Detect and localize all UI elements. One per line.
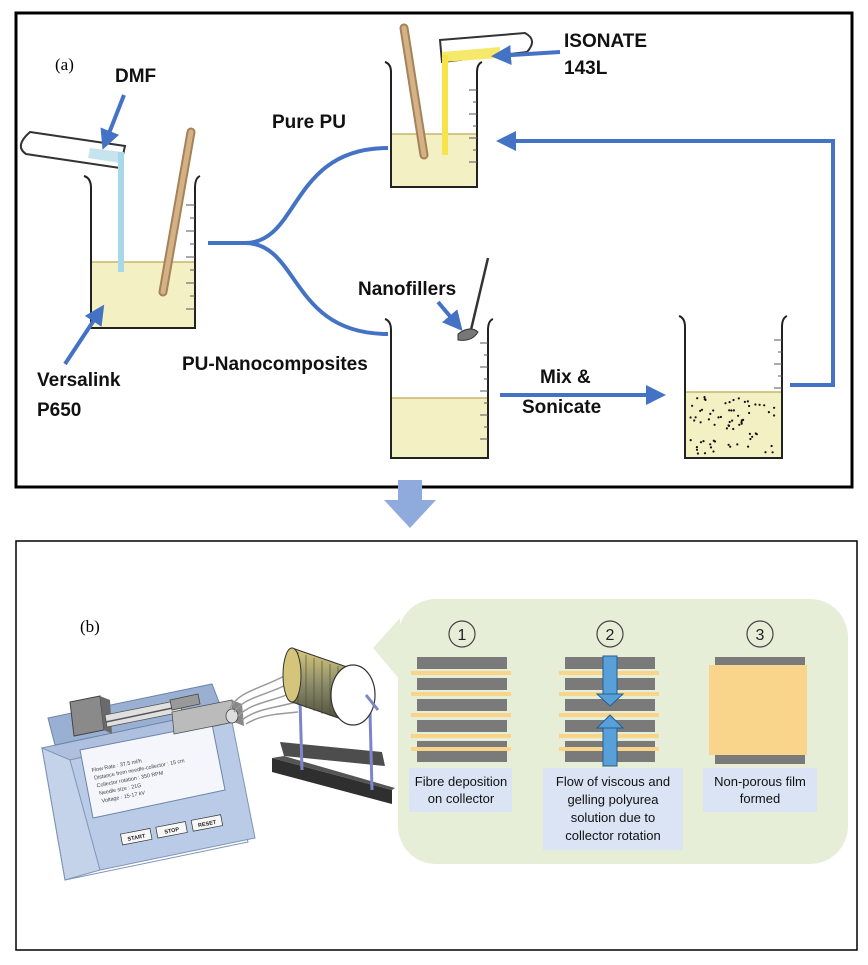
drum-collector bbox=[272, 647, 395, 804]
svg-text:Fibre deposition: Fibre deposition bbox=[415, 774, 508, 789]
svg-text:RESET: RESET bbox=[198, 820, 218, 830]
svg-text:3: 3 bbox=[756, 627, 765, 644]
dmf-label: DMF bbox=[115, 66, 156, 87]
step-3-caption: Non-porous film formed bbox=[703, 768, 817, 812]
panel-transition-arrow bbox=[384, 480, 436, 528]
beaker-2 bbox=[384, 23, 483, 188]
beaker-3 bbox=[384, 318, 494, 459]
step-3-marker: 3 bbox=[746, 620, 774, 648]
step-3-film bbox=[709, 657, 807, 764]
svg-text:STOP: STOP bbox=[164, 827, 180, 836]
svg-text:solution due to: solution due to bbox=[571, 810, 656, 825]
mix-label-2: Sonicate bbox=[522, 397, 601, 418]
svg-text:formed: formed bbox=[740, 791, 780, 806]
beaker-4 bbox=[678, 315, 788, 459]
step-2-caption: Flow of viscous and gelling polyurea sol… bbox=[543, 768, 683, 850]
mix-label-1: Mix & bbox=[540, 367, 591, 388]
step-1-caption: Fibre deposition on collector bbox=[409, 768, 512, 812]
pu-nanocomposites-label: PU-Nanocomposites bbox=[182, 354, 368, 375]
dmf-test-tube bbox=[19, 130, 127, 272]
start-button[interactable] bbox=[120, 828, 153, 846]
syringe-pump: Flow Rate : 37.5 ml/h Distance from need… bbox=[40, 683, 256, 881]
pure-pu-label: Pure PU bbox=[272, 112, 346, 133]
beaker-1 bbox=[83, 127, 201, 329]
step-1-marker: 1 bbox=[448, 620, 476, 648]
isonate-test-tube bbox=[438, 31, 533, 155]
stop-button[interactable] bbox=[155, 821, 188, 839]
step-2-marker: 2 bbox=[596, 620, 624, 648]
callout-pointer bbox=[373, 618, 400, 680]
svg-text:collector rotation: collector rotation bbox=[565, 828, 660, 843]
dmf-arrow bbox=[100, 94, 126, 150]
svg-text:START: START bbox=[127, 833, 146, 842]
return-connector bbox=[496, 131, 835, 387]
spatula bbox=[457, 257, 490, 341]
svg-text:2: 2 bbox=[606, 627, 615, 644]
panel-b-label: (b) bbox=[80, 617, 100, 636]
isonate-arrow bbox=[491, 45, 561, 65]
step-1-fibre-layers bbox=[411, 657, 511, 762]
svg-text:gelling polyurea: gelling polyurea bbox=[567, 792, 659, 807]
reset-button[interactable] bbox=[190, 814, 224, 832]
svg-text:1: 1 bbox=[458, 627, 467, 644]
branch-connector bbox=[208, 146, 389, 336]
panel-a-label: (a) bbox=[55, 55, 74, 74]
nanofillers-label: Nanofillers bbox=[358, 279, 456, 300]
nanofillers-arrow bbox=[436, 300, 463, 332]
versalink-label-2: P650 bbox=[37, 400, 81, 421]
versalink-label-1: Versalink bbox=[37, 370, 121, 391]
svg-text:Non-porous film: Non-porous film bbox=[714, 774, 806, 789]
svg-text:Flow of viscous and: Flow of viscous and bbox=[556, 774, 670, 789]
compression-arrows bbox=[595, 655, 625, 767]
svg-text:on collector: on collector bbox=[428, 791, 495, 806]
isonate-label-1: ISONATE bbox=[564, 31, 647, 52]
versalink-arrow bbox=[63, 304, 105, 366]
isonate-label-2: 143L bbox=[564, 58, 608, 79]
